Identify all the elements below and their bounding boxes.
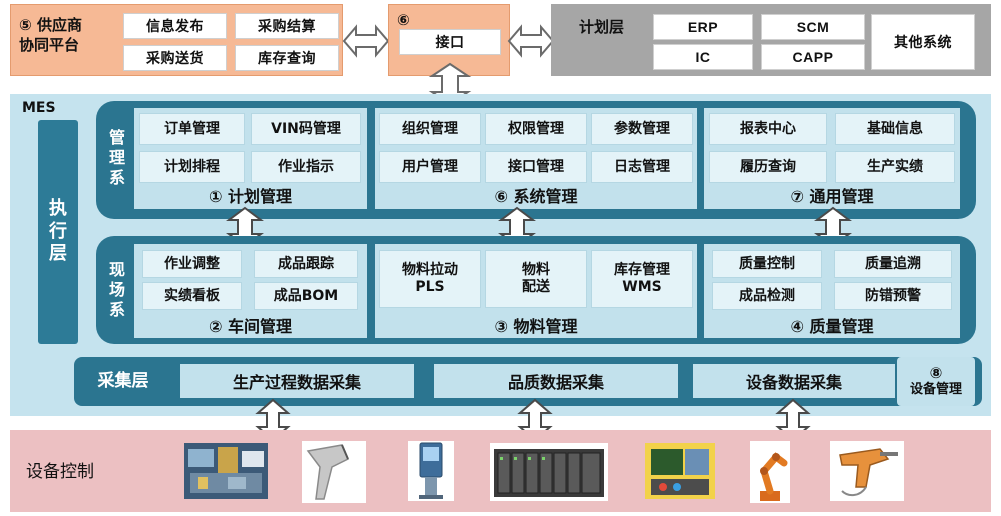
gen-item-production-results[interactable]: 生产实绩 [835, 151, 955, 183]
sys-item-organization[interactable]: 组织管理 [379, 113, 481, 145]
production-line-icon [184, 443, 268, 499]
power-tool-icon [830, 441, 904, 501]
qual-item-control[interactable]: 质量控制 [712, 250, 822, 278]
equipment-management-number: ⑧ [929, 364, 943, 383]
field-char-1: 现 [108, 260, 125, 279]
collect-quality-data[interactable]: 品质数据采集 [434, 364, 678, 398]
management-system-label: 管 理 系 [104, 118, 130, 198]
sys-item-permission[interactable]: 权限管理 [485, 113, 587, 145]
shop-item-product-tracking[interactable]: 成品跟踪 [254, 250, 358, 278]
plan-item-ic[interactable]: IC [653, 44, 753, 70]
exec-char-2: 行 [49, 220, 67, 242]
plan-item-capp[interactable]: CAPP [761, 44, 865, 70]
shop-management-card: 作业调整 成品跟踪 实绩看板 成品BOM ② 车间管理 [134, 244, 367, 338]
mat-item-pls[interactable]: 物料拉动 PLS [379, 250, 481, 308]
interface-number: ⑥ [397, 11, 410, 29]
supplier-title: ⑤ 供应商 协同平台 [19, 15, 82, 56]
plan-item-other-systems[interactable]: 其他系统 [871, 14, 975, 70]
supplier-title-line1: 供应商 [36, 16, 82, 34]
barcode-scanner-icon [302, 441, 366, 503]
mat-item-delivery-line2: 配送 [522, 279, 550, 295]
mgmt-char-3: 系 [108, 168, 125, 187]
qual-item-error-warning[interactable]: 防错预警 [834, 282, 952, 310]
plc-controller-icon [490, 443, 608, 501]
system-management-card: 组织管理 权限管理 参数管理 用户管理 接口管理 日志管理 ⑥ 系统管理 [375, 108, 697, 209]
plan-item-order[interactable]: 订单管理 [139, 113, 245, 145]
plan-management-card: 订单管理 VIN码管理 计划排程 作业指示 ① 计划管理 [134, 108, 367, 209]
sys-item-log[interactable]: 日志管理 [591, 151, 693, 183]
collection-layer-label: 采集层 [97, 370, 149, 391]
mat-item-pls-line2: PLS [415, 279, 445, 295]
collect-production-data[interactable]: 生产过程数据采集 [180, 364, 414, 398]
plan-layer-panel: 计划层 ERP SCM IC CAPP 其他系统 [551, 4, 991, 76]
plan-item-erp[interactable]: ERP [653, 14, 753, 40]
field-char-3: 系 [108, 300, 125, 319]
supplier-item-purchase-delivery[interactable]: 采购送货 [123, 45, 227, 71]
gen-item-basic-info[interactable]: 基础信息 [835, 113, 955, 145]
mat-item-delivery[interactable]: 物料 配送 [485, 250, 587, 308]
mgmt-char-1: 管 [108, 128, 125, 147]
qual-item-traceability[interactable]: 质量追溯 [834, 250, 952, 278]
shop-item-results-board[interactable]: 实绩看板 [142, 282, 242, 310]
quality-management-title: ④ 质量管理 [790, 317, 874, 336]
plan-management-title: ① 计划管理 [208, 187, 293, 206]
field-system-label: 现 场 系 [104, 250, 130, 330]
mes-label: MES [22, 100, 56, 116]
supplier-title-line2: 协同平台 [19, 36, 80, 55]
general-management-title: ⑦ 通用管理 [790, 187, 874, 206]
supplier-number: ⑤ [19, 16, 32, 34]
device-control-label: 设备控制 [26, 462, 94, 482]
quality-management-card: 质量控制 质量追溯 成品检测 防错预警 ④ 质量管理 [704, 244, 960, 338]
gen-item-report-center[interactable]: 报表中心 [709, 113, 827, 145]
double-arrow-icon [507, 24, 555, 58]
qual-item-inspection[interactable]: 成品检测 [712, 282, 822, 310]
industrial-robot-icon [750, 441, 790, 503]
equipment-management-label: 设备管理 [909, 381, 962, 397]
gen-item-history-query[interactable]: 履历查询 [709, 151, 827, 183]
supplier-item-info-publish[interactable]: 信息发布 [123, 13, 227, 39]
shop-item-work-adjust[interactable]: 作业调整 [142, 250, 242, 278]
mat-item-delivery-line1: 物料 [522, 262, 550, 279]
system-management-title: ⑥ 系统管理 [494, 187, 578, 206]
plan-layer-label: 计划层 [579, 18, 625, 36]
supplier-platform-panel: ⑤ 供应商 协同平台 信息发布 采购结算 采购送货 库存查询 [10, 4, 343, 76]
exec-char-1: 执 [49, 198, 67, 220]
plan-item-vin[interactable]: VIN码管理 [251, 113, 361, 145]
material-management-title: ③ 物料管理 [494, 317, 578, 336]
plan-item-scm[interactable]: SCM [761, 14, 865, 40]
shop-item-product-bom[interactable]: 成品BOM [254, 282, 358, 310]
double-arrow-icon [342, 24, 390, 58]
mat-item-wms-line2: WMS [622, 279, 662, 295]
mat-item-wms[interactable]: 库存管理 WMS [591, 250, 693, 308]
material-management-card: 物料拉动 PLS 物料 配送 库存管理 WMS ③ 物料管理 [375, 244, 697, 338]
supplier-item-inventory-query[interactable]: 库存查询 [235, 45, 339, 71]
plan-item-scheduling[interactable]: 计划排程 [139, 151, 245, 183]
field-char-2: 场 [108, 280, 125, 299]
sys-item-user[interactable]: 用户管理 [379, 151, 481, 183]
shop-management-title: ② 车间管理 [208, 317, 293, 336]
collect-equipment-data[interactable]: 设备数据采集 [693, 364, 895, 398]
test-equipment-icon [645, 443, 715, 499]
supplier-item-purchase-settlement[interactable]: 采购结算 [235, 13, 339, 39]
mat-item-pls-line1: 物料拉动 [402, 262, 458, 279]
kiosk-terminal-icon [408, 441, 454, 501]
equipment-management-box[interactable]: ⑧ 设备管理 [897, 357, 975, 406]
mat-item-wms-line1: 库存管理 [614, 262, 670, 279]
execution-layer-label: 执 行 层 [38, 120, 78, 344]
sys-item-interface[interactable]: 接口管理 [485, 151, 587, 183]
general-management-card: 报表中心 基础信息 履历查询 生产实绩 ⑦ 通用管理 [704, 108, 960, 209]
plan-item-work-instruction[interactable]: 作业指示 [251, 151, 361, 183]
mgmt-char-2: 理 [108, 148, 125, 167]
interface-top-box[interactable]: 接口 [399, 29, 501, 55]
exec-char-3: 层 [49, 243, 67, 265]
sys-item-parameter[interactable]: 参数管理 [591, 113, 693, 145]
